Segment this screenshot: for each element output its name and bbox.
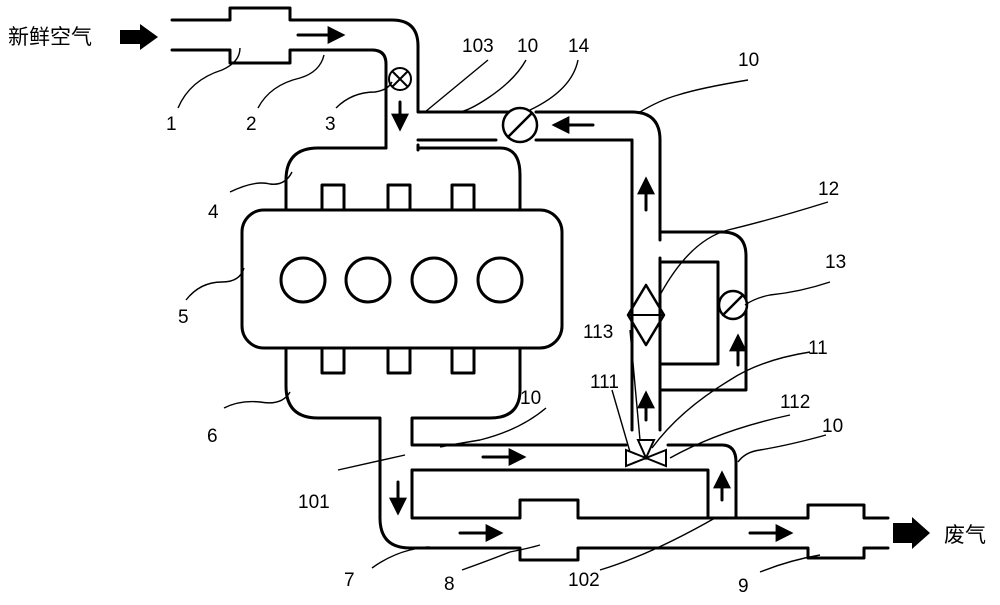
label-4: 4 xyxy=(208,202,219,223)
intake-runner xyxy=(320,183,346,212)
exhaust-manifold xyxy=(284,346,890,562)
exhaust-runner xyxy=(386,346,412,375)
label-10-middle: 10 xyxy=(520,388,541,409)
egr-valve xyxy=(501,106,539,144)
egr-return-pipe-upper xyxy=(534,110,662,234)
label-13: 13 xyxy=(825,252,846,273)
label-10-top: 10 xyxy=(517,36,538,57)
inlet-label: 新鲜空气 xyxy=(8,25,92,49)
label-11: 11 xyxy=(808,338,828,359)
label-2: 2 xyxy=(246,114,257,135)
outlet-arrow-icon xyxy=(893,517,930,549)
egr-cooler-bypass-loop xyxy=(410,468,710,520)
label-3: 3 xyxy=(325,114,336,135)
label-8: 8 xyxy=(444,574,455,595)
label-111: 111 xyxy=(590,372,619,393)
exhaust-pipe-upper xyxy=(410,468,890,520)
exhaust-runner xyxy=(450,346,476,375)
label-1: 1 xyxy=(166,114,177,135)
label-6: 6 xyxy=(207,426,218,447)
outlet-label: 废气 xyxy=(944,523,986,547)
label-10-right: 10 xyxy=(738,50,759,71)
exhaust-manifold-right xyxy=(410,346,628,447)
egr-bypass xyxy=(666,443,738,520)
three-way-valve-icon xyxy=(625,439,667,468)
label-112: 112 xyxy=(780,392,810,413)
heat-exchanger-icon xyxy=(626,283,666,347)
engine-block xyxy=(240,208,564,350)
exhaust-runner xyxy=(320,346,346,375)
label-101: 101 xyxy=(298,492,330,513)
intake-pipe-inner xyxy=(170,48,388,150)
egr-branch-inner xyxy=(658,260,720,366)
label-10-lower: 10 xyxy=(822,416,843,437)
label-9: 9 xyxy=(738,576,749,597)
engine-cylinder xyxy=(476,256,524,304)
label-12: 12 xyxy=(818,179,839,200)
intake-runner xyxy=(386,183,412,212)
bypass-valve xyxy=(717,289,749,321)
intake-pipe xyxy=(170,6,522,114)
engine-cylinder xyxy=(279,256,327,304)
engine-cylinder xyxy=(410,256,458,304)
label-7: 7 xyxy=(344,570,355,591)
inlet-arrow-icon xyxy=(120,24,158,50)
throttle-valve xyxy=(388,67,412,91)
label-5: 5 xyxy=(178,307,189,328)
leader-lines xyxy=(177,47,831,573)
intake-runner xyxy=(450,183,476,212)
label-102: 102 xyxy=(568,570,600,591)
label-113: 113 xyxy=(583,322,613,343)
label-103: 103 xyxy=(462,36,494,57)
label-14: 14 xyxy=(568,36,590,57)
engine-cylinder xyxy=(344,256,392,304)
